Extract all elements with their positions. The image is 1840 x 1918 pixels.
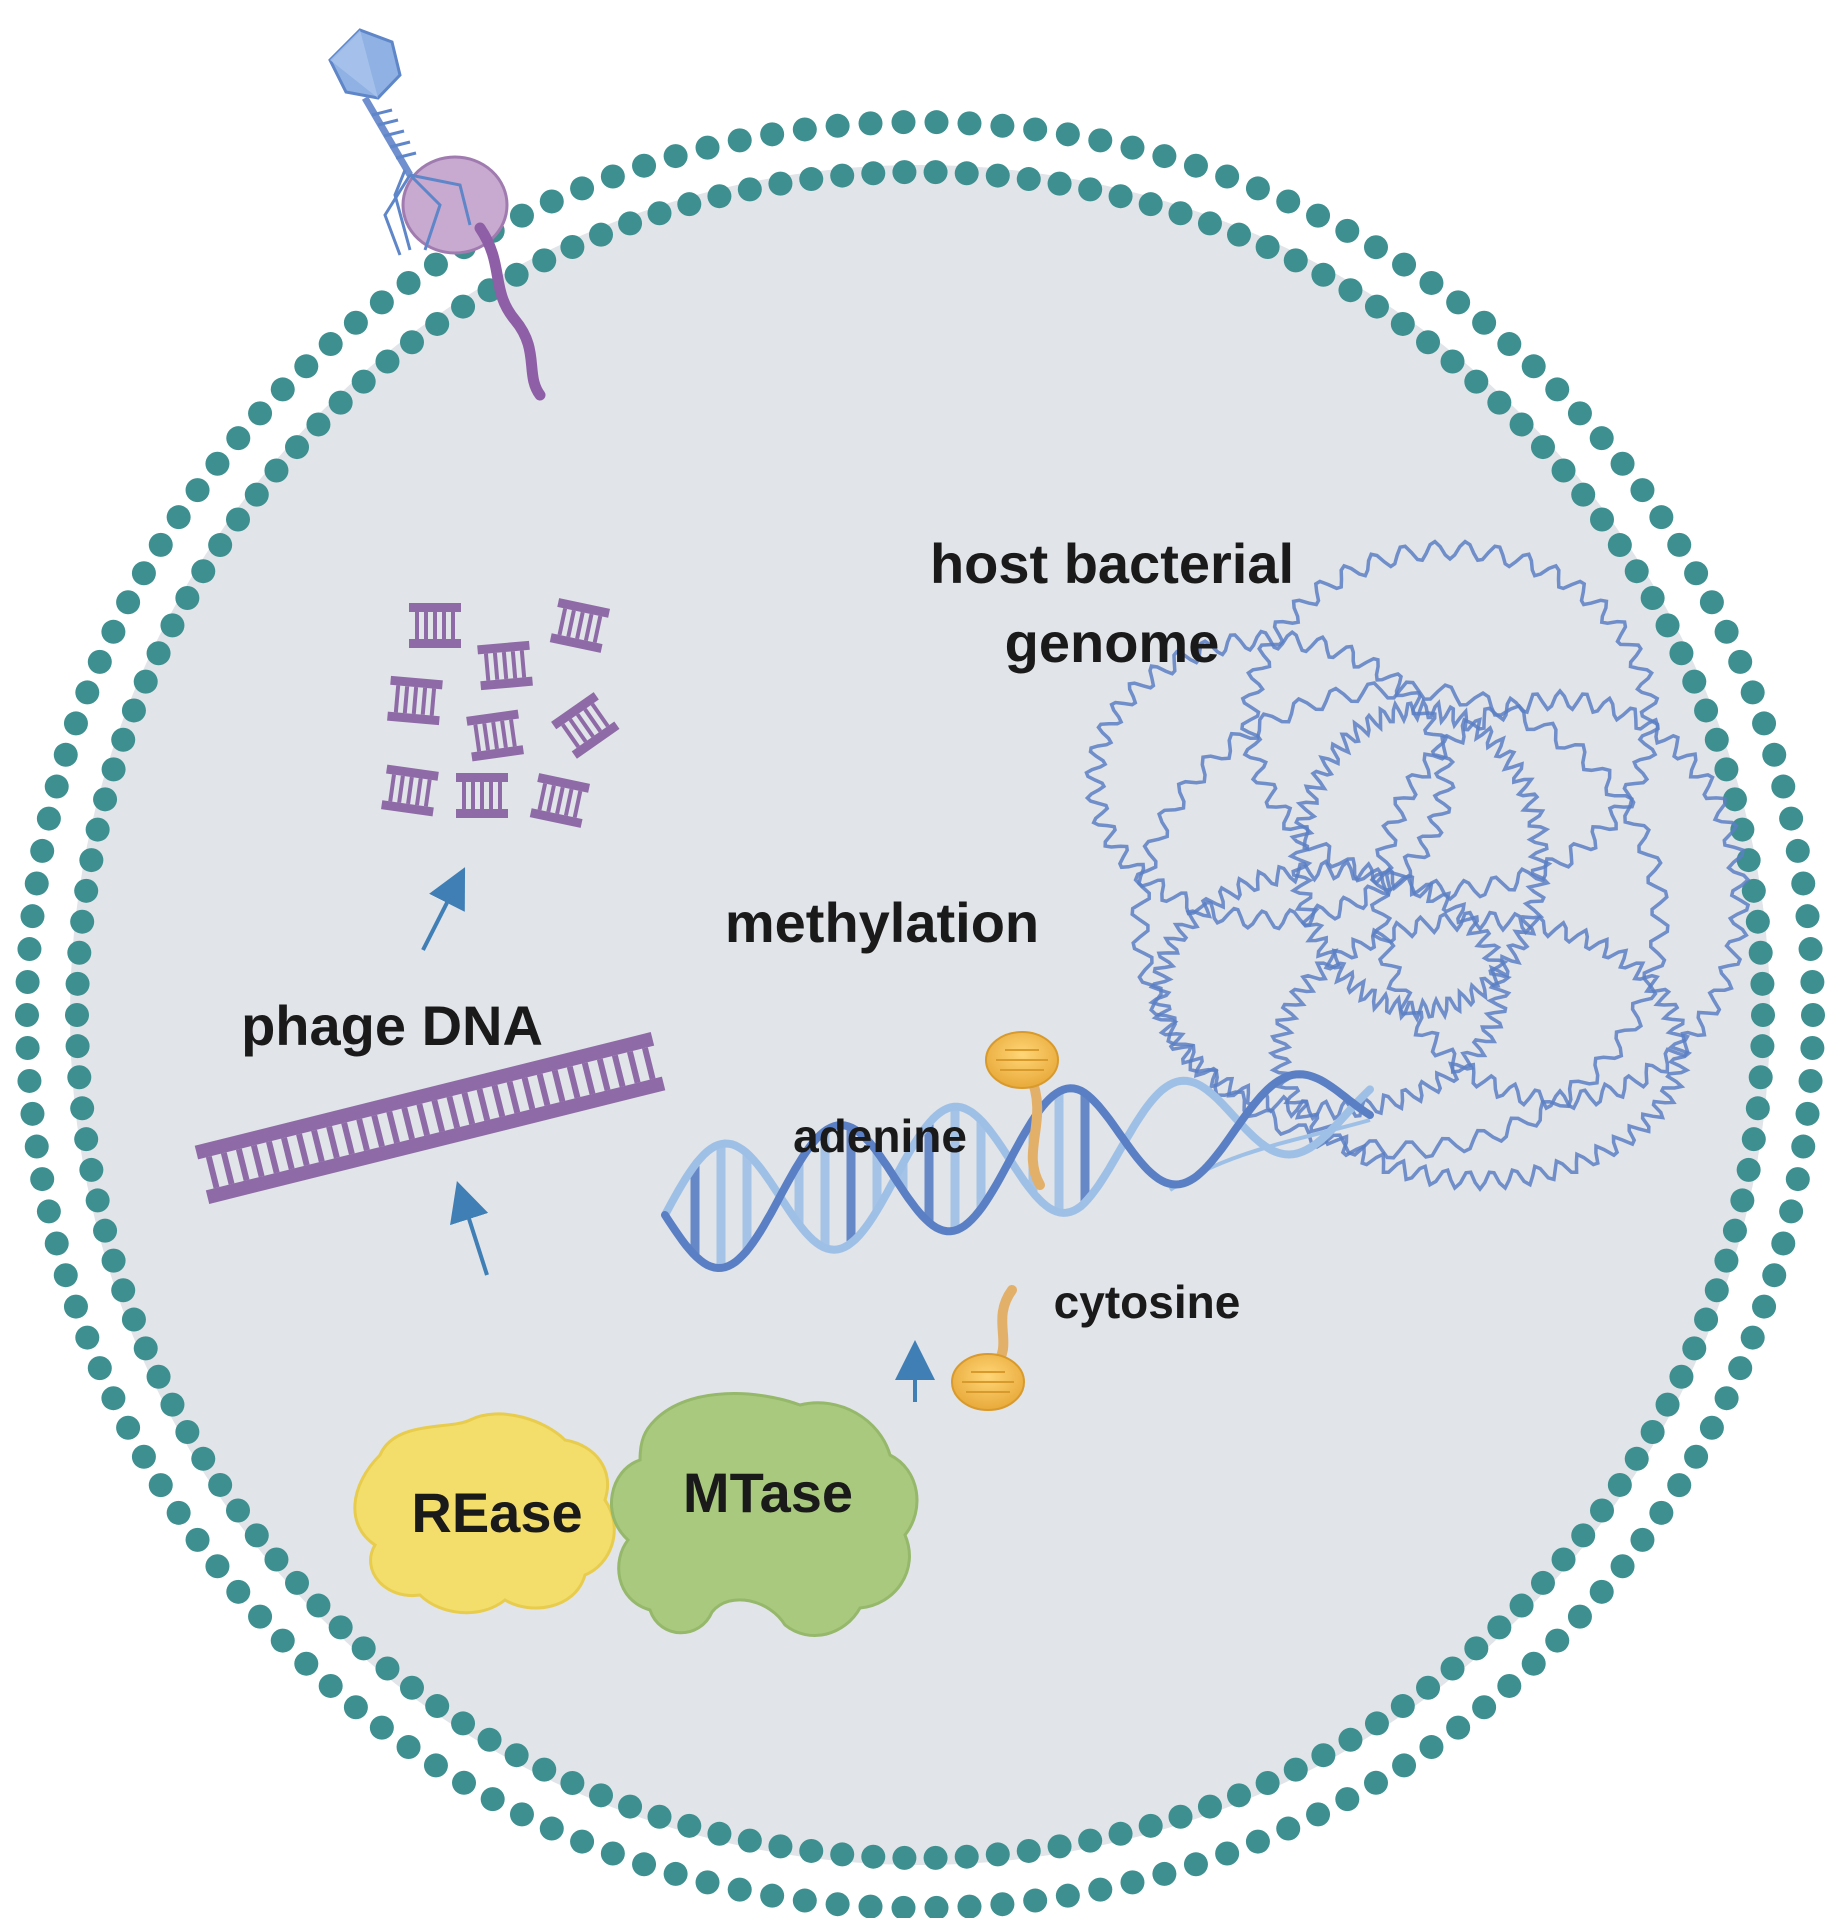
dna-fragment-icon: [529, 773, 591, 828]
bacteriophage-icon: [328, 28, 546, 401]
dna-fragment-icon: [549, 598, 611, 653]
arrow-icon: [450, 1180, 489, 1276]
dna-fragment-icon: [551, 692, 620, 759]
cytosine-methyl-group: [951, 1285, 1025, 1411]
phage-dna-ladder: [194, 1032, 666, 1204]
mtase-label: MTase: [683, 1461, 853, 1524]
host-genome-label-line2: genome: [1005, 611, 1220, 674]
cell-membrane: [15, 110, 1825, 1918]
rease-label: REase: [411, 1481, 582, 1544]
adenine-label: adenine: [793, 1110, 967, 1162]
dna-fragment-icon: [466, 709, 524, 762]
phage-dna-label: phage DNA: [241, 994, 543, 1057]
dna-fragment-icon: [381, 764, 439, 817]
digested-phage-dna-fragments: [381, 598, 620, 828]
dna-fragment-icon: [387, 675, 443, 726]
methylation-label: methylation: [725, 891, 1039, 954]
rease-enzyme: [353, 1412, 616, 1615]
dna-fragment-icon: [409, 603, 461, 648]
cytosine-label: cytosine: [1054, 1276, 1241, 1328]
arrow-icon: [421, 867, 466, 951]
mtase-enzyme: [610, 1392, 919, 1637]
adenine-methyl-group: [985, 1031, 1059, 1190]
dna-fragment-icon: [477, 640, 533, 691]
host-genome-label-line1: host bacterial: [930, 532, 1294, 595]
dna-fragment-icon: [456, 773, 508, 818]
